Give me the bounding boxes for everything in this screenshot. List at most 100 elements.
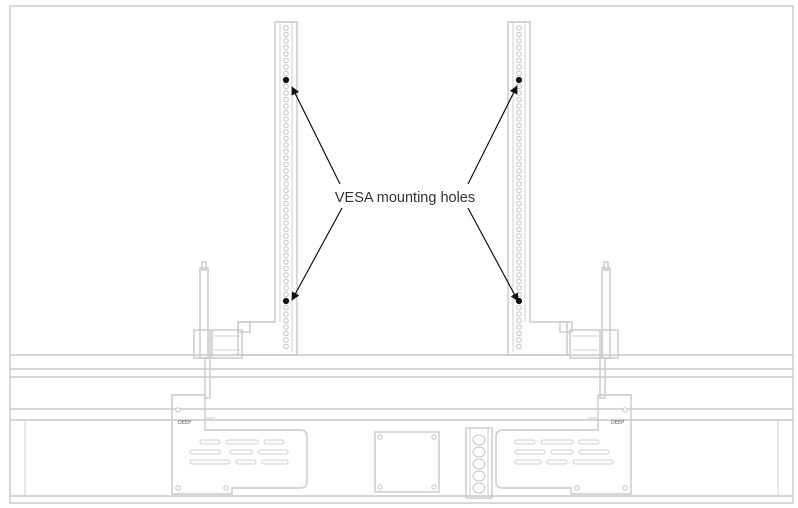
right-arm-hole: [516, 239, 522, 246]
right-arm-hole: [516, 213, 522, 220]
right-arm-hole: [516, 181, 522, 187]
left-arm-hole: [283, 90, 289, 96]
center-plate: [374, 431, 440, 493]
right-arm-holes: [515, 25, 523, 350]
left-arm-hole: [283, 272, 289, 278]
right-arm-hole: [516, 135, 522, 142]
left-arm-hole: [283, 200, 289, 207]
left-arm-hole: [283, 31, 289, 38]
left-arm-hole: [283, 155, 289, 161]
left-arm-hole: [283, 57, 289, 64]
left-arm-hole: [283, 239, 289, 246]
arrow-left-bottom: [291, 207, 343, 301]
left-arm-hole: [283, 337, 289, 343]
left-arm-hole: [283, 129, 289, 135]
left-arm-hole: [283, 161, 289, 168]
left-vesa-arm: [237, 21, 298, 356]
right-arm-hole: [516, 116, 522, 122]
left-arm-hole: [283, 83, 289, 90]
right-arm-hole: [516, 122, 522, 129]
arrow-right-top: [467, 85, 518, 185]
left-vesa-hole: [282, 76, 290, 84]
right-arm-hole: [516, 70, 522, 77]
right-arm-hole: [516, 291, 522, 298]
right-arm-hole: [516, 233, 522, 239]
right-arm-hole: [516, 220, 522, 226]
right-arm-hole: [516, 200, 522, 207]
right-arm-hole: [516, 304, 522, 311]
left-arm-hole: [283, 44, 289, 51]
left-arm-hole: [283, 291, 289, 298]
right-bracket-slots: [514, 439, 614, 465]
left-arm-hole: [283, 304, 289, 311]
left-arm-hole: [283, 70, 289, 77]
right-bottom-bracket: DEEP: [495, 394, 632, 495]
vesa-callout-label: VESA mounting holes: [335, 190, 475, 206]
left-arm-hole: [283, 103, 289, 109]
right-arm-hole: [516, 44, 522, 51]
right-arm-hole: [516, 265, 522, 272]
left-arm-hole: [283, 278, 289, 285]
right-arm-hole: [516, 285, 522, 291]
left-bottom-bracket: DEEP: [171, 394, 308, 495]
left-arm-hole: [283, 109, 289, 116]
right-arm-hole: [516, 142, 522, 148]
right-arm-hole: [516, 161, 522, 168]
right-arm-hole: [516, 324, 522, 330]
left-vesa-hole: [282, 297, 290, 305]
right-bracket-label: DEEP: [611, 420, 624, 426]
right-arm-hole: [516, 252, 522, 259]
right-arm-hole: [516, 25, 522, 31]
left-arm-hole: [283, 142, 289, 148]
left-arm-hole: [283, 174, 289, 181]
right-arm-hole: [516, 194, 522, 200]
right-arm-hole: [516, 272, 522, 278]
right-vesa-arm: [507, 21, 568, 356]
right-arm-hole: [516, 109, 522, 116]
left-arm-hole: [283, 324, 289, 330]
right-arm-hole: [516, 330, 522, 337]
right-arm-hole: [516, 317, 522, 324]
left-arm-hole: [283, 252, 289, 259]
left-arm-holes: [282, 25, 290, 350]
right-arm-hole: [516, 38, 522, 44]
right-arm-hole: [516, 311, 522, 317]
left-arm-hole: [283, 317, 289, 324]
left-arm-hole: [283, 246, 289, 252]
right-arm-hole: [516, 155, 522, 161]
right-arm-hole: [516, 187, 522, 194]
left-arm-hole: [283, 51, 289, 57]
left-arm-hole: [283, 122, 289, 129]
vesa-callout: VESA mounting holes: [291, 85, 519, 302]
right-arm-hole: [516, 96, 522, 103]
right-arm-hole: [516, 90, 522, 96]
left-arm-hole: [283, 38, 289, 44]
left-arm-hole: [283, 187, 289, 194]
left-clamp: [193, 261, 251, 399]
left-arm-hole: [283, 207, 289, 213]
right-arm-hole: [516, 103, 522, 109]
right-arm-hole: [516, 129, 522, 135]
right-arm-hole: [516, 51, 522, 57]
center-coupler: [465, 427, 493, 499]
right-arm-hole: [516, 148, 522, 155]
left-arm-hole: [283, 311, 289, 317]
left-arm-hole: [283, 226, 289, 233]
left-arm-hole: [283, 135, 289, 142]
arrow-left-top: [291, 86, 341, 185]
left-arm-hole: [283, 265, 289, 272]
right-arm-hole: [516, 207, 522, 213]
left-arm-hole: [283, 64, 289, 70]
left-arm-hole: [283, 194, 289, 200]
left-bracket-slots: [189, 439, 289, 465]
left-bracket-label: DEEP: [178, 420, 191, 426]
left-arm-hole: [283, 96, 289, 103]
right-arm-hole: [516, 226, 522, 233]
right-arm-hole: [516, 278, 522, 285]
left-arm-hole: [283, 116, 289, 122]
right-vesa-hole: [515, 76, 523, 84]
left-arm-hole: [283, 181, 289, 187]
left-arm-hole: [283, 148, 289, 155]
